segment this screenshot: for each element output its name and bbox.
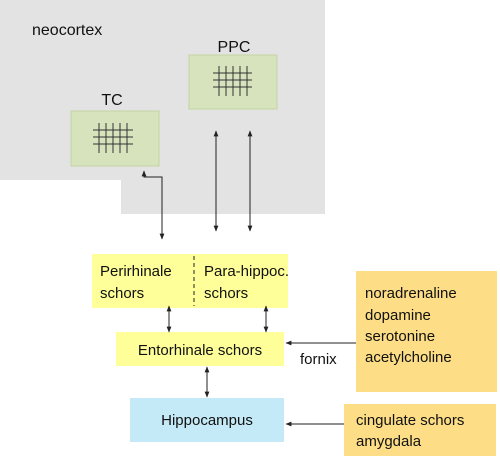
ppc-grid-icon — [213, 66, 252, 96]
neuromodulator-line-3: serotonine — [365, 328, 435, 345]
cingulate-amygdala-list: cingulate schors amygdala — [356, 412, 469, 450]
neuromodulator-line-1: noradrenaline — [365, 285, 457, 302]
hippocampus-box — [130, 398, 284, 442]
hippocampus-label: Hippocampus — [161, 412, 253, 429]
connections — [141, 130, 356, 427]
perirhinale-line-2: schors — [100, 285, 144, 302]
perirhinale-line-1: Perirhinale — [100, 263, 172, 280]
cingulate-amygdala-box — [344, 404, 496, 456]
cingulate-line-1: cingulate schors — [356, 412, 464, 429]
fornix-label: fornix — [300, 351, 337, 368]
neuromodulator-line-4: acetylcholine — [365, 349, 452, 366]
cingulate-line-2: amygdala — [356, 433, 422, 450]
entorhinal-label: Entorhinale schors — [138, 342, 262, 359]
parahippocampal-line-1: Para-hippoc. — [204, 263, 289, 280]
tc-grid-icon — [93, 123, 133, 153]
tc-label: TC — [101, 92, 122, 109]
ppc-label: PPC — [218, 39, 251, 56]
parahippocampal-line-2: schors — [204, 285, 248, 302]
neuromodulator-list: noradrenaline dopamine serotonine acetyl… — [365, 285, 461, 366]
neocortex-label: neocortex — [32, 22, 102, 39]
tc-area — [70, 110, 160, 167]
parahippocampal-region-box — [92, 254, 288, 308]
neuromodulator-line-2: dopamine — [365, 307, 431, 324]
perirhinale-label: Perirhinale schors — [100, 263, 176, 302]
neuromodulator-box — [356, 271, 497, 392]
tc-perirhinal-arrow — [141, 170, 165, 240]
parahippocampal-label: Para-hippoc. schors — [204, 263, 293, 302]
entorhinal-box — [116, 332, 284, 366]
